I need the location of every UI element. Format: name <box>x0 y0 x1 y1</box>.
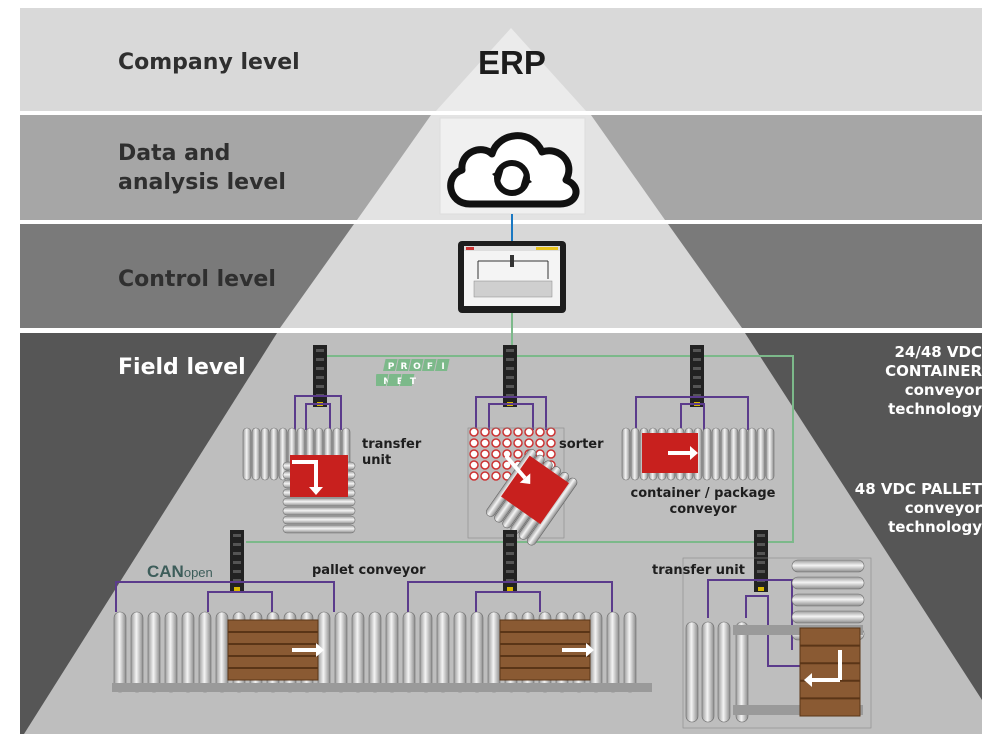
profinet-letter: N <box>383 377 391 387</box>
io-wire <box>488 403 534 430</box>
profinet-cell <box>386 374 402 386</box>
profinet-cell <box>422 359 437 371</box>
arrow-head <box>309 487 323 495</box>
pallet-conveyor-label: pallet conveyor <box>312 563 426 578</box>
profinet-cell <box>409 359 424 371</box>
io-wire <box>680 403 705 430</box>
pallet-icon <box>799 627 861 717</box>
transfer-frame <box>682 557 872 729</box>
roller-conveyor-icon <box>685 621 731 723</box>
profinet-cell <box>396 359 411 371</box>
erp-label: ERP <box>478 44 546 81</box>
profinet-letter: R <box>401 362 408 372</box>
arrow-head <box>690 446 698 460</box>
io-wire <box>745 595 804 667</box>
canopen-logo: CANopen <box>147 562 213 582</box>
transfer-rail <box>733 705 863 715</box>
transfer-unit-bottom-label: transfer unit <box>652 563 745 578</box>
arrow-head <box>519 473 531 485</box>
io-module-icon <box>754 530 768 592</box>
canopen-sub-text: open <box>183 565 213 580</box>
io-wire <box>207 591 273 612</box>
io-wire <box>475 591 541 612</box>
container-voltage-note: 24/48 VDC CONTAINER conveyor technology <box>885 343 982 418</box>
io-wire <box>407 581 613 612</box>
roller-conveyor-icon <box>735 621 749 723</box>
io-wire <box>294 395 342 430</box>
profinet-bus <box>246 355 794 543</box>
io-wire <box>115 581 335 612</box>
transfer-unit-label: transfer unit <box>362 437 422 468</box>
arrow-head <box>586 643 594 657</box>
pallet-icon <box>499 619 591 681</box>
profinet-cell <box>373 374 389 386</box>
arrow-icon <box>504 454 527 480</box>
level-data-label: Data and analysis level <box>118 141 286 195</box>
conveyor-frame <box>112 683 652 692</box>
canopen-main-text: CAN <box>147 562 184 581</box>
sorter-label: sorter <box>559 437 604 452</box>
cloud-sync-icon <box>439 117 586 215</box>
io-wire <box>707 579 793 650</box>
level-field-label: Field level <box>118 355 246 380</box>
profinet-letter: O <box>413 362 421 372</box>
sorter-icon <box>467 427 565 539</box>
profinet-cell <box>383 359 398 371</box>
profinet-letter: E <box>397 377 403 387</box>
io-module-icon <box>230 530 244 592</box>
arrow-path <box>292 460 318 470</box>
io-wire <box>635 396 749 430</box>
profinet-letter: I <box>441 362 444 372</box>
profinet-cell <box>399 374 415 386</box>
arrow-head <box>804 673 812 687</box>
container-conveyor-label: container / package conveyor <box>630 486 776 517</box>
io-module-icon <box>503 530 517 592</box>
hmi-panel-icon <box>458 241 566 313</box>
io-wire <box>305 403 331 430</box>
pyramid-top <box>436 28 586 111</box>
level-company-label: Company level <box>118 50 300 75</box>
pallet-voltage-note: 48 VDC PALLET conveyor technology <box>854 480 982 536</box>
profinet-cell <box>435 359 450 371</box>
io-module-icon <box>313 345 327 407</box>
io-wire <box>475 396 547 430</box>
profinet-letter: F <box>427 362 433 372</box>
arrow-head <box>316 643 324 657</box>
profinet-letter: P <box>388 362 395 372</box>
transfer-rail <box>733 625 863 635</box>
level-control-label: Control level <box>118 267 276 292</box>
profinet-letter: T <box>410 377 417 387</box>
field-equipment <box>112 345 872 729</box>
